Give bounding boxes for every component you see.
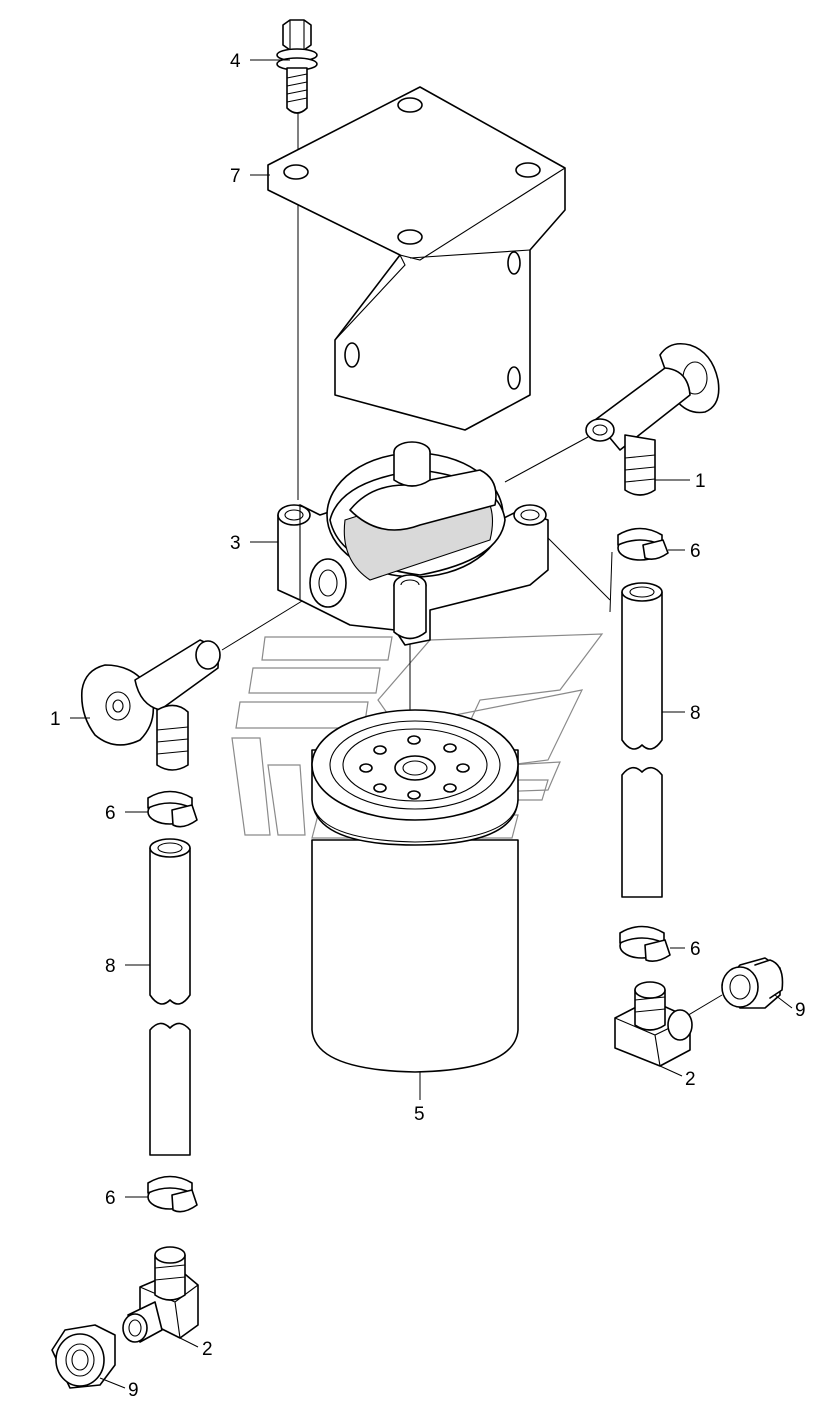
callout-8-left: 8 <box>105 956 116 977</box>
callout-1-right: 1 <box>695 471 706 492</box>
callout-6-lower-right: 6 <box>690 939 701 960</box>
callout-2-left: 2 <box>202 1339 213 1360</box>
filter-cartridge <box>311 709 519 1073</box>
callout-7: 7 <box>230 166 241 187</box>
callout-8-right: 8 <box>690 703 701 724</box>
elbow-fitting-left <box>122 1246 199 1343</box>
callout-5: 5 <box>414 1104 425 1125</box>
hose-clamp-lower-right <box>619 925 671 962</box>
bolt <box>276 19 318 114</box>
hose-clamp-upper-left <box>147 790 198 828</box>
adapter-right <box>721 957 784 1009</box>
callout-labels: 4 7 3 1 6 1 8 6 6 8 9 2 5 6 2 9 <box>50 51 806 1401</box>
drain-valve-right <box>585 342 720 496</box>
adapter-left <box>51 1324 116 1389</box>
callout-4: 4 <box>230 51 241 72</box>
callout-2-right: 2 <box>685 1069 696 1090</box>
callout-leaders <box>70 59 793 1389</box>
filter-head <box>277 441 549 646</box>
callout-6-upper-left: 6 <box>105 803 116 824</box>
callout-9-right: 9 <box>795 1000 806 1021</box>
hose-clamp-upper-right <box>617 527 669 561</box>
hose-clamp-lower-left <box>147 1175 198 1213</box>
callout-6-lower-left: 6 <box>105 1188 116 1209</box>
hose-left <box>149 838 191 1156</box>
drain-valve-left <box>80 639 221 771</box>
callout-6-upper-right: 6 <box>690 541 701 562</box>
callout-3: 3 <box>230 533 241 554</box>
mounting-bracket <box>267 86 566 431</box>
elbow-fitting-right <box>614 981 693 1067</box>
hose-right <box>621 582 663 898</box>
callout-9-left: 9 <box>128 1380 139 1401</box>
callout-1-left: 1 <box>50 709 61 730</box>
